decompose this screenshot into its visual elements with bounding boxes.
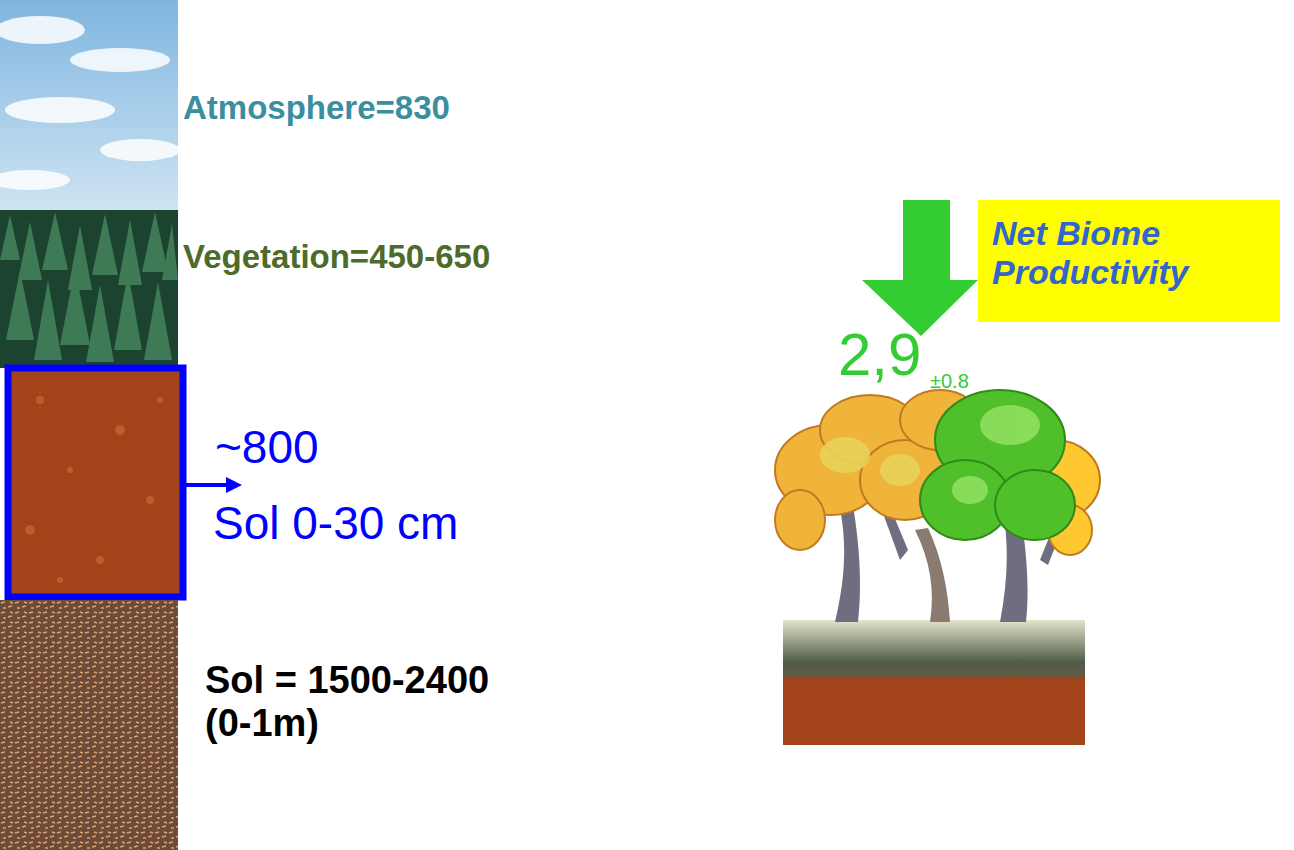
title-box: Net Biome Productivity <box>978 200 1280 322</box>
clouds <box>0 16 180 190</box>
leader-arrowhead <box>226 477 242 493</box>
topsoil-frame <box>8 368 183 597</box>
uncertainty: ±0.8 <box>930 370 969 392</box>
soil-grains <box>25 396 163 583</box>
leader-arrow <box>186 483 228 487</box>
flux-arrow <box>862 200 978 336</box>
topsoil-strip <box>8 368 183 597</box>
stock-value: ~800 <box>215 422 319 473</box>
stock-label: Sol = 1500-2400 <box>205 660 489 702</box>
stock-label: Vegetation=450-650 <box>183 239 490 275</box>
depth-note: (0-1m) <box>205 703 319 745</box>
stock-label: Atmosphere=830 <box>183 90 450 126</box>
flux-value: 2,9 <box>838 322 921 388</box>
trees <box>775 390 1100 745</box>
box-title: Net Biome Productivity <box>992 214 1266 292</box>
conifers <box>0 212 178 362</box>
stock-label: Sol 0-30 cm <box>213 498 458 549</box>
forest-strip <box>0 210 178 368</box>
deep-soil-strip <box>0 600 178 850</box>
